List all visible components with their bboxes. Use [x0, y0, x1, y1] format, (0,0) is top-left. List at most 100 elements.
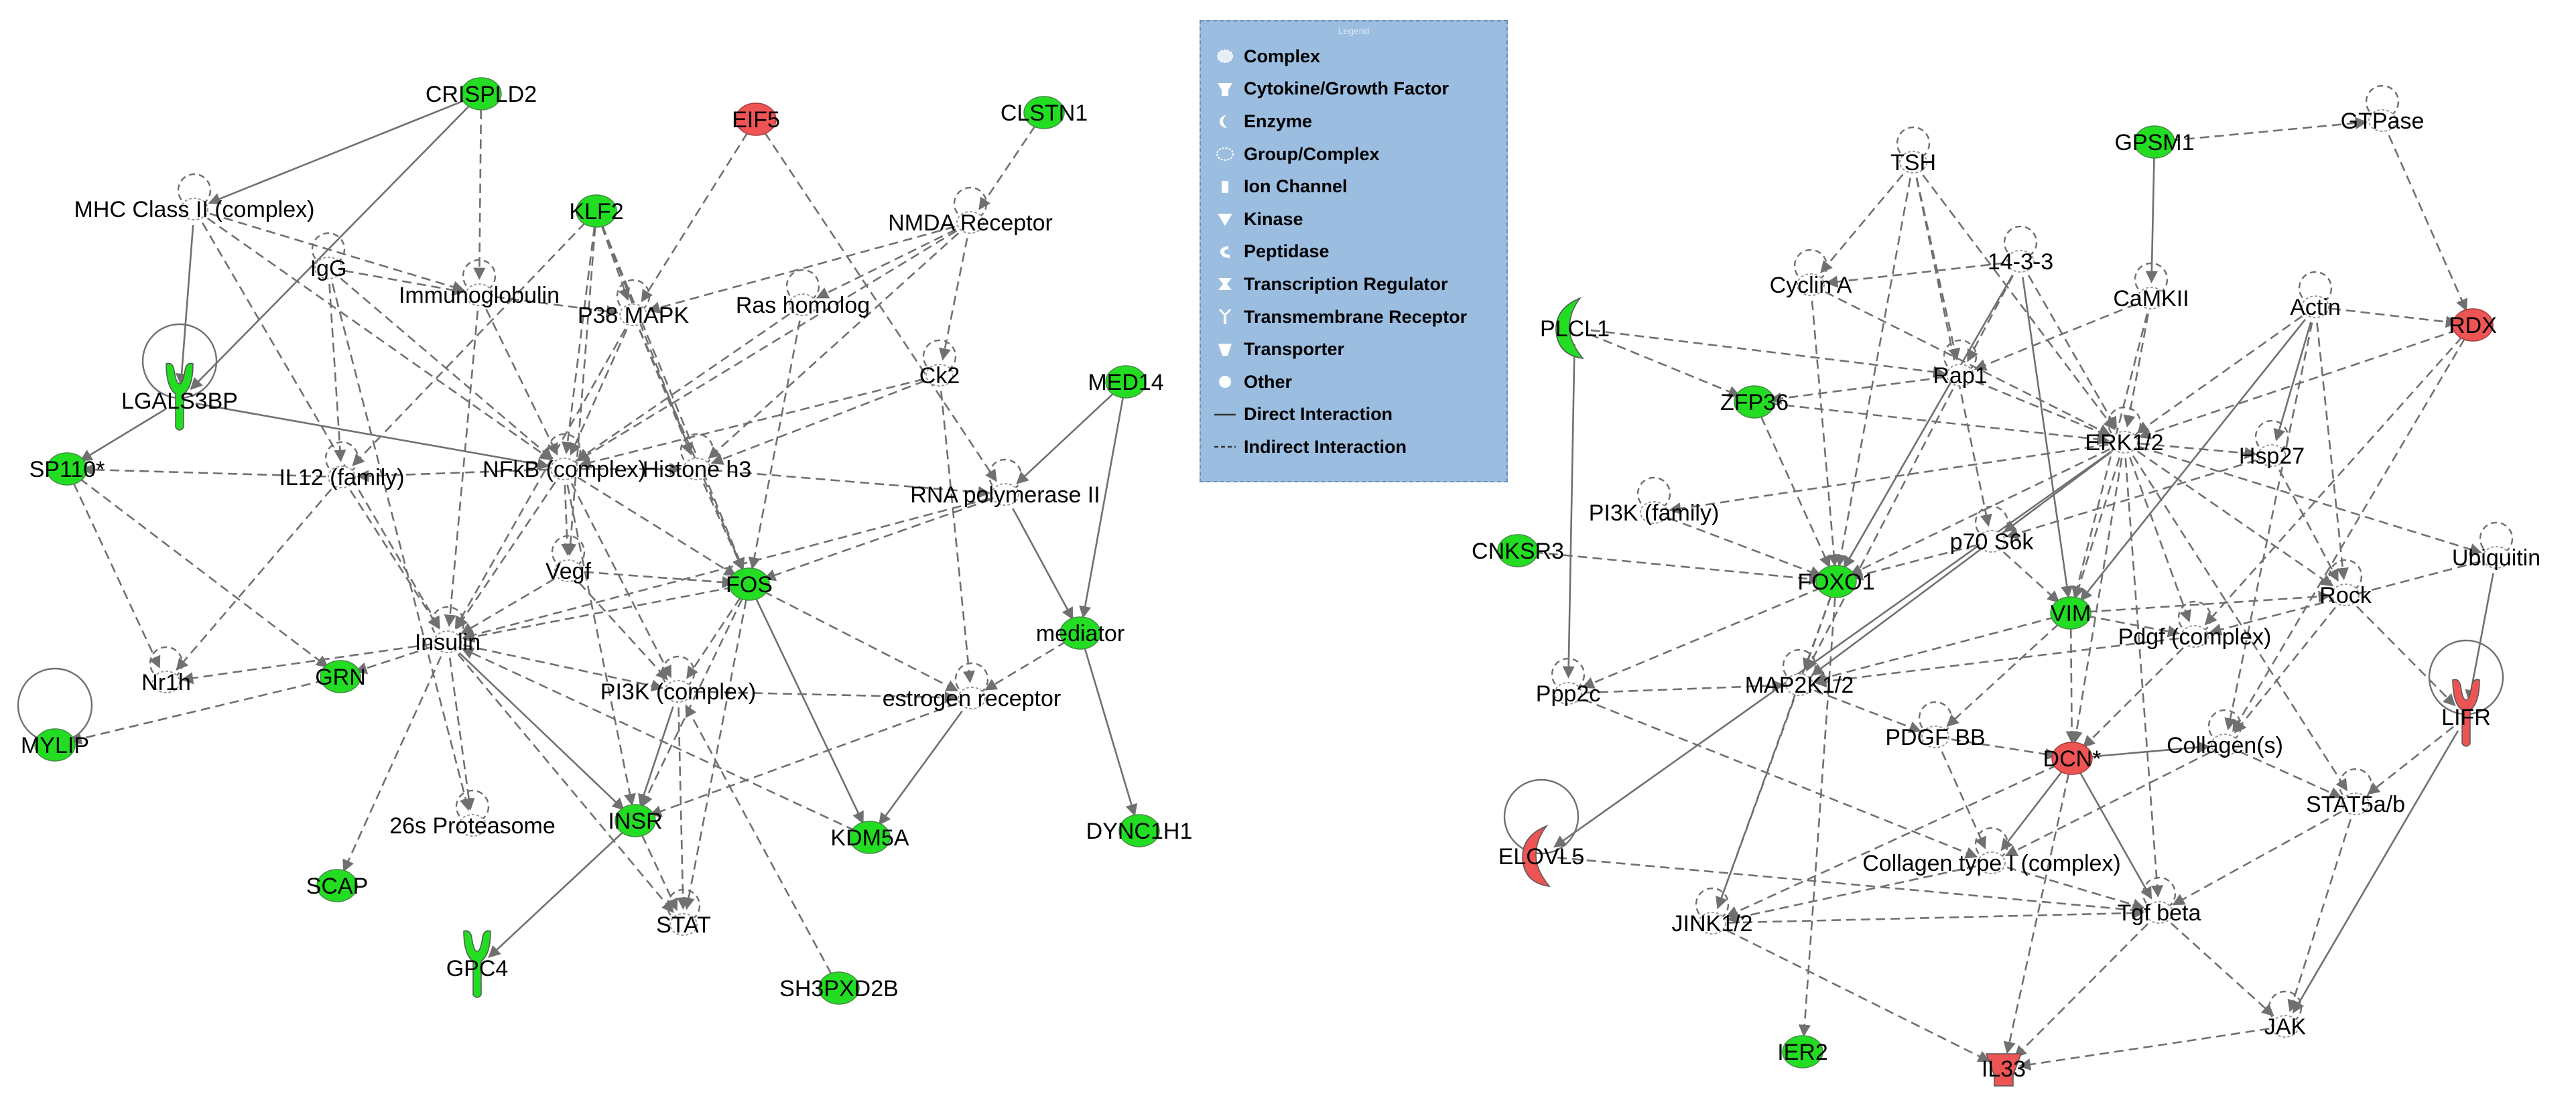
node-plcl1[interactable]: PLCL1 [1540, 297, 1610, 359]
edge-mediator-to-dync1h1 [1084, 648, 1138, 817]
complex-shape-icon [1554, 682, 1582, 705]
node-ubiquitin[interactable]: Ubiquitin [2452, 521, 2540, 571]
node-cyclin-a[interactable]: Cyclin A [1770, 249, 1852, 298]
node-erk1-2[interactable]: ERK1/2 [2085, 406, 2164, 456]
node-vim[interactable]: VIM [2050, 596, 2091, 630]
node-label: Pdgf (complex) [2118, 624, 2272, 650]
node-zfp36[interactable]: ZFP36 [1720, 385, 1789, 419]
edge-dcn-to-tgf [2079, 772, 2152, 900]
node-med14[interactable]: MED14 [1088, 365, 1164, 399]
node-pdgf-bb[interactable]: PDGF BB [1885, 701, 1986, 750]
node-igg[interactable]: IgG [310, 232, 347, 281]
edge-rdx-to-collagens [2232, 338, 2465, 732]
edge-lgals3bp-to-nfkb [195, 402, 550, 470]
edge-ck2-to-er [940, 391, 976, 683]
edge-il12-to-nr1h [176, 488, 332, 671]
other-icon [1212, 372, 1238, 392]
node-mediator[interactable]: mediator [1036, 616, 1124, 650]
node-il12-family[interactable]: IL12 (family) [279, 441, 405, 490]
node-14-3-3[interactable]: 14-3-3 [1988, 225, 2053, 275]
node-ras-homolog[interactable]: Ras homolog [736, 269, 870, 318]
node-sh3pxd2b[interactable]: SH3PXD2B [779, 971, 899, 1005]
node-p38-mapk[interactable]: P38 MAPK [578, 279, 690, 328]
node-pi3k-complex[interactable]: PI3K (complex) [600, 655, 756, 705]
node-pdgf-complex[interactable]: Pdgf (complex) [2118, 600, 2272, 650]
node-fos[interactable]: FOS [726, 567, 773, 601]
node-camkii[interactable]: CaMKII [2113, 262, 2189, 312]
node-gpsm1[interactable]: GPSM1 [2114, 125, 2195, 159]
node-p70-s6k[interactable]: p70 S6k [1950, 505, 2035, 555]
edge-insulin-to-grn [355, 646, 433, 675]
node-grn[interactable]: GRN [315, 660, 366, 693]
edge-vim-to-rock [2086, 590, 2331, 613]
receptor-shape-icon [463, 930, 491, 998]
node-clstn1[interactable]: CLSTN1 [1001, 96, 1088, 129]
node-label: GTPase [2341, 109, 2425, 134]
node-mylip[interactable]: MYLIP [17, 667, 93, 762]
node-mhc-class-ii-complex[interactable]: MHC Class II (complex) [74, 173, 315, 222]
node-collagen-s[interactable]: Collagen(s) [2167, 709, 2283, 758]
node-dync1h1[interactable]: DYNC1H1 [1086, 814, 1193, 847]
node-foxo1[interactable]: FOXO1 [1797, 565, 1875, 598]
node-pi3k-family[interactable]: PI3K (family) [1589, 476, 1720, 526]
node-crispld2[interactable]: CRISPLD2 [426, 77, 537, 111]
node-stat[interactable]: STAT [656, 888, 711, 938]
node-map2k1-2[interactable]: MAP2K1/2 [1745, 648, 1854, 698]
node-rna-polymerase-ii[interactable]: RNA polymerase II [910, 458, 1100, 508]
node-actin[interactable]: Actin [2290, 271, 2341, 320]
node-dcn[interactable]: DCN* [2043, 742, 2102, 775]
node-eif5[interactable]: EIF5 [732, 102, 780, 136]
node-nmda-receptor[interactable]: NMDA Receptor [888, 186, 1053, 236]
node-nfkb-complex[interactable]: NFkB (complex) [482, 433, 646, 482]
node-il33[interactable]: IL33 [1982, 1053, 2026, 1087]
edge-erk-to-map2k [1811, 451, 2112, 676]
node-tgf-beta[interactable]: Tgf beta [2118, 876, 2201, 926]
node-lgals3bp[interactable]: LGALS3BP [121, 323, 238, 431]
node-sp110[interactable]: SP110* [29, 452, 105, 486]
node-scap[interactable]: SCAP [306, 869, 369, 902]
node-estrogen-receptor[interactable]: estrogen receptor [883, 662, 1061, 711]
node-rock[interactable]: Rock [2319, 559, 2372, 608]
node-nr1h[interactable]: Nr1h [141, 646, 191, 695]
node-ppp2c[interactable]: Ppp2c [1536, 657, 1600, 707]
node-26s-proteasome[interactable]: 26s Proteasome [389, 789, 556, 839]
node-rdx[interactable]: RDX [2449, 308, 2497, 342]
node-label: ZFP36 [1720, 390, 1789, 415]
node-jak[interactable]: JAK [2264, 990, 2307, 1040]
node-stat5a-b[interactable]: STAT5a/b [2306, 768, 2405, 817]
node-vegf[interactable]: Vegf [545, 535, 592, 584]
node-rap1[interactable]: Rap1 [1933, 339, 1988, 389]
node-gpc4[interactable]: GPC4 [446, 930, 509, 998]
node-label: PI3K (complex) [600, 679, 756, 705]
node-elovl5[interactable]: ELOVL5 [1498, 778, 1585, 887]
node-gtpase[interactable]: GTPase [2341, 84, 2425, 134]
node-klf2[interactable]: KLF2 [569, 194, 624, 228]
other-shape-icon [1782, 1035, 1823, 1069]
edge-mhc-to-nfkb [206, 217, 552, 461]
node-jink1-2[interactable]: JINK1/2 [1672, 887, 1753, 937]
node-cnksr3[interactable]: CNKSR3 [1472, 534, 1564, 567]
node-hsp27[interactable]: Hsp27 [2239, 419, 2305, 469]
node-tsh[interactable]: TSH [1890, 126, 1936, 176]
cytokine-icon [1212, 79, 1238, 99]
edge-klf2-to-histoneh3 [601, 225, 693, 456]
node-insr[interactable]: INSR [608, 804, 663, 837]
node-label: GPC4 [446, 956, 509, 981]
node-label: Rock [2319, 583, 2372, 608]
node-immunoglobulin[interactable]: Immunoglobulin [399, 259, 560, 308]
edge-igg-to-immunoglobulin [344, 269, 465, 296]
node-ier2[interactable]: IER2 [1777, 1035, 1828, 1069]
node-kdm5a[interactable]: KDM5A [830, 821, 909, 854]
edge-pdgfbb-to-dcn [1951, 738, 2058, 760]
edge-p38-to-insulin [454, 328, 627, 629]
edge-fos-to-er [763, 590, 959, 692]
node-ck2[interactable]: Ck2 [919, 339, 960, 389]
edge-plcl1-to-zfp36 [1589, 333, 1741, 398]
node-histone-h3[interactable]: Histone h3 [643, 433, 752, 482]
edge-rdx-to-erk [2138, 329, 2458, 439]
other-shape-icon [818, 971, 860, 1005]
node-collagen-type-i-complex[interactable]: Collagen type I (complex) [1862, 827, 2121, 876]
node-lifr[interactable]: LIFR [2428, 639, 2504, 747]
edge-erk-to-pi3kf [1668, 443, 2109, 515]
node-insulin[interactable]: Insulin [415, 606, 480, 655]
